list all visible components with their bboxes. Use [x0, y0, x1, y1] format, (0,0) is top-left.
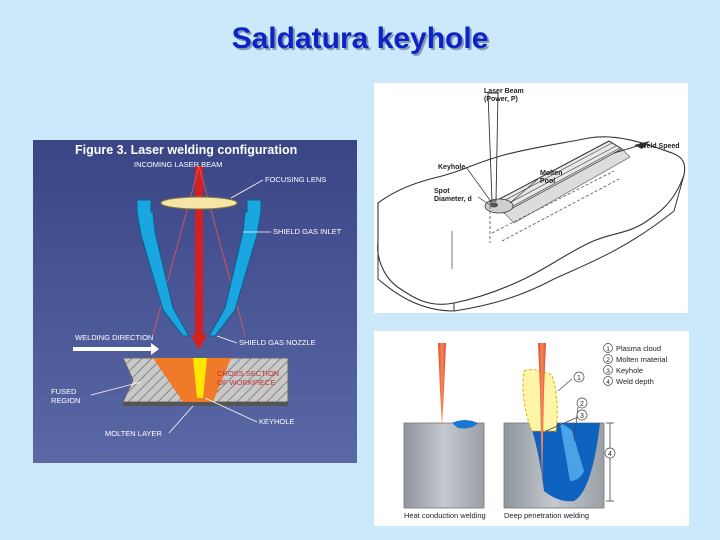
caption-heat-conduction: Heat conduction welding [404, 511, 486, 520]
label-weld-speed: Weld Speed [640, 143, 680, 150]
iso-laser-beam [487, 92, 499, 202]
conduction-block [403, 422, 485, 509]
laser-config-svg: Figure 3. Laser welding configuration IN… [33, 140, 357, 463]
weld-root-dashed-2 [501, 178, 620, 242]
weld-speed-line [613, 143, 645, 154]
beam-arrowhead [191, 335, 207, 350]
keyhole-channel [193, 358, 207, 398]
label-keyhole-iso: Keyhole [438, 164, 465, 171]
legend: 1 Plasma cloud 2 Molten material 3 Keyho… [603, 343, 668, 386]
label-incoming-beam: INCOMING LASER BEAM [134, 160, 222, 169]
leader-molten-pool [509, 178, 539, 204]
legend-item-plasma-cloud: 1 Plasma cloud [603, 343, 661, 353]
legend-item-keyhole: 3 Keyhole [603, 365, 643, 375]
leader-spot-diameter [477, 196, 491, 206]
label-keyhole: KEYHOLE [259, 417, 294, 426]
slide-title: Saldatura keyhole [231, 22, 489, 55]
callout-3: 3 [545, 409, 588, 432]
leader-keyhole-iso [465, 166, 493, 204]
plate-top [377, 136, 686, 305]
leader-molten-layer [168, 405, 194, 434]
callout-4-text: 4 [608, 451, 612, 458]
focusing-lens [160, 196, 238, 210]
laser-welding-configuration-figure: Figure 3. Laser welding configuration IN… [33, 140, 357, 463]
caption-deep-penetration: Deep penetration welding [504, 511, 589, 520]
legend-item-weld-depth: 4 Weld depth [603, 376, 654, 386]
nozzle-left-wall [136, 199, 190, 337]
plate-front-left [377, 243, 455, 312]
legend-molten-material: Molten material [616, 355, 668, 364]
iso-schematic-svg: Laser Beam (Power, P) Molten Pool Weld S… [377, 88, 686, 312]
label-laser-beam-1: Laser Beam [484, 88, 524, 95]
laser-beam [195, 166, 203, 345]
legend-weld-depth: Weld depth [616, 377, 654, 386]
svg-text:2: 2 [606, 357, 610, 364]
leader-keyhole [204, 397, 258, 423]
label-shield-gas-nozzle: SHIELD GAS NOZZLE [239, 338, 316, 347]
weld-bead-ripples [495, 142, 621, 212]
label-spot-2: Diameter, d [434, 196, 472, 203]
label-molten-layer: MOLTEN LAYER [105, 429, 162, 438]
weld-bead-side [503, 148, 631, 224]
plate-front-right [453, 174, 685, 312]
molten-zone [153, 358, 231, 402]
label-focusing-lens: FOCUSING LENS [265, 175, 326, 184]
conduction-melt-pool [452, 420, 478, 429]
molten-layer [123, 402, 288, 406]
svg-text:4: 4 [606, 379, 610, 386]
isometric-weld-schematic: Laser Beam (Power, P) Molten Pool Weld S… [374, 83, 688, 313]
figure-title: Figure 3. Laser welding configuration [75, 143, 297, 157]
callout-4: 4 [604, 447, 616, 459]
conduction-laser-beam [438, 343, 446, 426]
legend-plasma-cloud: Plasma cloud [616, 344, 661, 353]
svg-text:1: 1 [606, 346, 610, 353]
label-molten-2: Pool [540, 178, 555, 185]
leader-fused-region [90, 381, 142, 396]
callout-1-text: 1 [577, 375, 581, 382]
leader-shield-gas-nozzle [216, 335, 238, 344]
plasma-cloud [522, 369, 558, 432]
label-fused-2: REGION [51, 396, 81, 405]
penetration-laser-beam [538, 343, 546, 489]
label-laser-beam-2: (Power, P) [484, 96, 518, 103]
legend-keyhole: Keyhole [616, 366, 643, 375]
penetration-molten-material [560, 423, 584, 481]
welding-direction-arrow [73, 343, 159, 355]
svg-text:3: 3 [606, 368, 610, 375]
label-fused-1: FUSED [51, 387, 77, 396]
beam-ray-right [198, 165, 246, 336]
callout-2-text: 2 [580, 401, 584, 408]
weld-root-dashed [491, 170, 615, 234]
label-spot-1: Spot [434, 188, 450, 195]
label-cross-section-1: CROSS SECTION [217, 369, 279, 378]
penetration-svg: 1 2 3 4 1 Plasma cloud 2 Molte [403, 343, 668, 520]
nozzle-right-wall [208, 199, 262, 337]
leader-focusing-lens [230, 179, 264, 199]
label-welding-direction: WELDING DIRECTION [75, 333, 153, 342]
keyhole-opening [490, 202, 498, 208]
label-molten-1: Molten [540, 170, 563, 177]
callout-1: 1 [557, 371, 585, 392]
legend-item-molten-material: 2 Molten material [603, 354, 668, 364]
label-shield-gas-inlet: SHIELD GAS INLET [273, 227, 342, 236]
conduction-vs-penetration-figure: 1 2 3 4 1 Plasma cloud 2 Molte [374, 331, 689, 526]
label-cross-section-2: OF WORKPIECE [217, 378, 275, 387]
molten-pool [484, 198, 514, 214]
penetration-weld-zone [530, 423, 600, 502]
callout-3-text: 3 [580, 413, 584, 420]
beam-ray-left [152, 165, 200, 336]
